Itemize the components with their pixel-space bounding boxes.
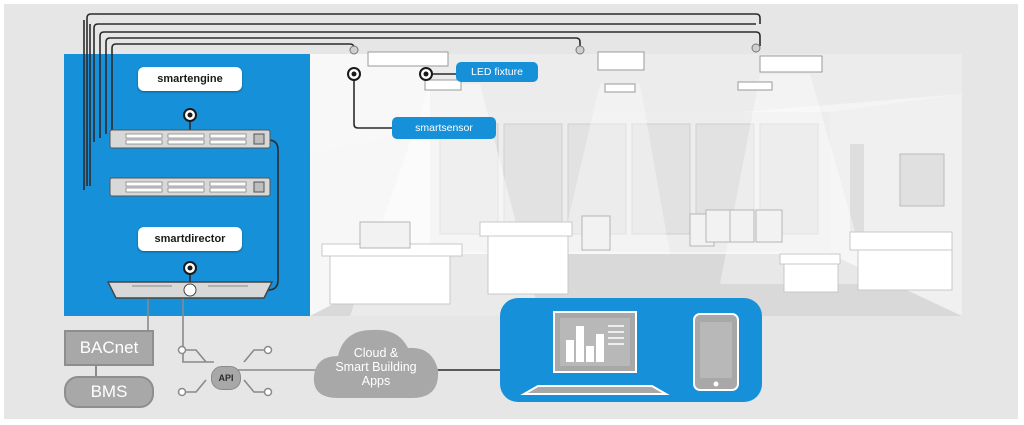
- cloud-label-line-2: Smart Building: [335, 360, 417, 374]
- api-label: API: [218, 373, 234, 383]
- sensor-icon: [347, 67, 361, 81]
- cloud-label-line-3: Apps: [361, 374, 391, 388]
- api-badge: API: [211, 366, 241, 390]
- sensor-icon: [183, 261, 197, 275]
- smartengine-label: smartengine: [138, 67, 242, 91]
- network-switch-icon: [109, 177, 271, 197]
- led-fixture-group: [349, 43, 823, 93]
- cloud-label-line-1: Cloud &: [353, 346, 399, 360]
- bms-box: BMS: [64, 376, 154, 408]
- smartsensor-callout: smartsensor: [392, 117, 496, 139]
- sensor-icon: [419, 67, 433, 81]
- bacnet-box: BACnet: [64, 330, 154, 366]
- cloud-icon: [313, 329, 439, 398]
- laptop-chart-icon: [520, 311, 670, 395]
- cloud-text: Cloud & Smart Building Apps: [316, 346, 436, 388]
- bms-label: BMS: [90, 382, 128, 401]
- tablet-icon: [693, 313, 739, 391]
- network-switch-icon: [109, 129, 271, 149]
- sensor-icon: [183, 108, 197, 122]
- led-fixture-callout: LED fixture: [456, 62, 538, 82]
- smartdirector-label: smartdirector: [138, 227, 242, 251]
- director-appliance-icon: [106, 281, 274, 299]
- office-room-illustration: [310, 54, 962, 316]
- bacnet-label: BACnet: [79, 338, 139, 357]
